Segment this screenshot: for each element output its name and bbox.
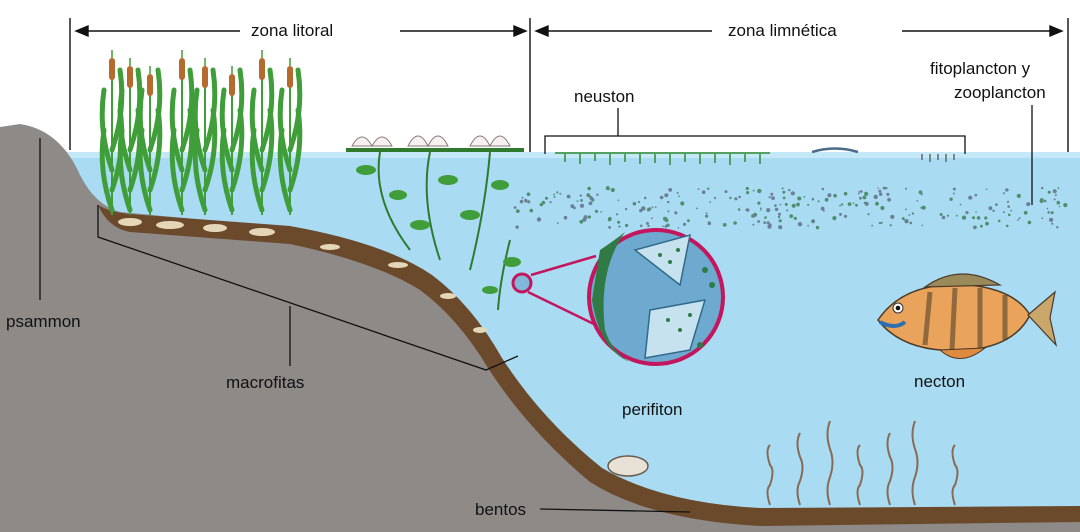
macrofitas-label: macrofitas <box>226 374 304 391</box>
neuston-bracket <box>545 108 965 154</box>
psammon-label: psammon <box>6 313 81 330</box>
zooplancton-label: zooplancton <box>954 84 1046 101</box>
bentos-label: bentos <box>475 501 526 518</box>
neuston-label: neuston <box>574 88 635 105</box>
necton-label: necton <box>914 373 965 390</box>
fitoplancton-label: fitoplancton y <box>930 60 1030 77</box>
zona-limnetica-label: zona limnética <box>728 22 837 39</box>
perifiton-label: perifiton <box>622 401 682 418</box>
zone-arrows <box>70 18 1068 152</box>
neuston-insect <box>812 149 858 153</box>
zona-litoral-label: zona litoral <box>251 22 333 39</box>
